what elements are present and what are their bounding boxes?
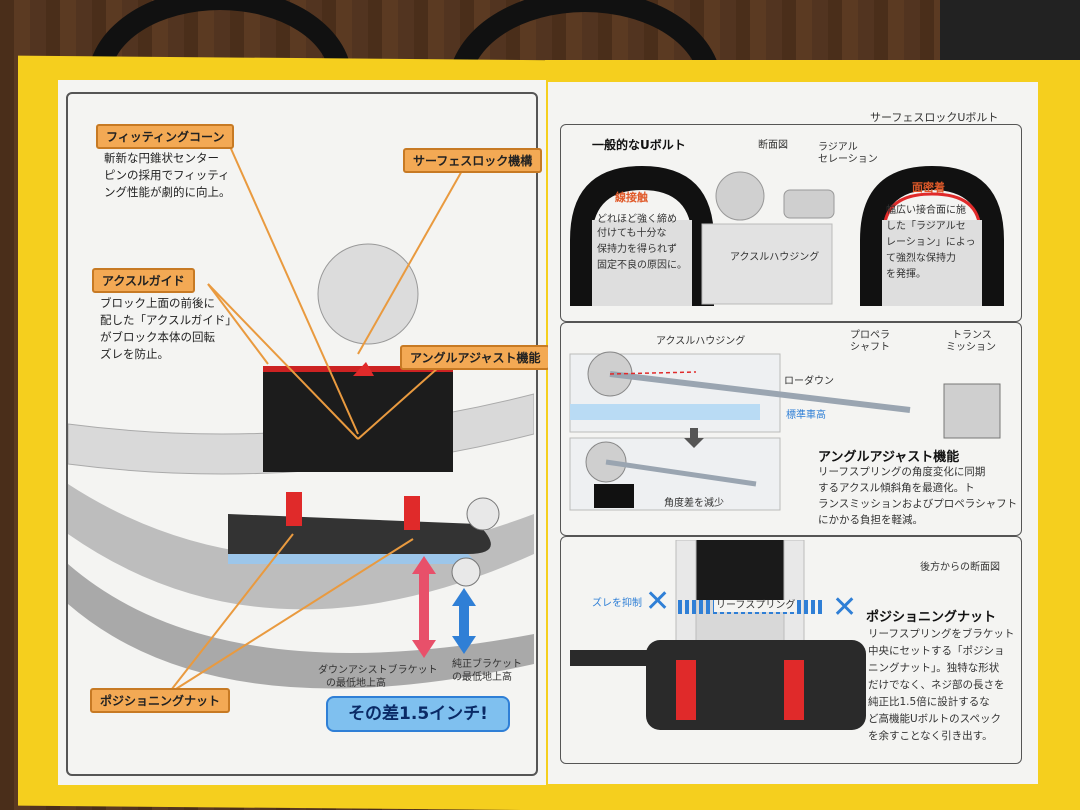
s3-text-4: だけでなく、ネジ部の長さを [868,679,1005,691]
down-assist-label-1: ダウンアシストブラケット [318,665,438,676]
tag-surface-lock: サーフェスロック機構 [403,148,543,173]
dark-box [940,0,1080,60]
surface-contact-label: 面密着 [912,181,945,194]
axle-guide-line-1: ブロック上面の前後に [100,296,215,310]
section-1-frame [560,124,1022,322]
tag-axle-guide: アクスルガイド [92,268,195,293]
propeller-2: シャフト [850,342,890,353]
surface-contact-5: を発揮。 [886,269,926,280]
section-3-title: ポジショニングナット [866,610,997,625]
suspension-illustration [68,141,534,695]
line-contact-1: どれほど強く締め [597,214,677,225]
section-2-title: アングルアジャスト機能 [818,450,960,465]
lowered-label: ローダウン [784,376,834,387]
down-assist-label-2: の最低地上高 [326,678,386,689]
x-mark-left: ✕ [645,584,671,619]
rear-section-label: 後方からの断面図 [920,562,1000,573]
transmission-2: ミッション [946,342,996,353]
angle-reduction-label: 角度差を減少 [664,498,724,509]
x-mark-right: ✕ [832,590,858,625]
difference-banner: その差1.5インチ! [326,696,510,732]
tag-positioning-nut: ポジショニングナット [90,688,231,713]
stock-height-label: 標準車高 [786,410,826,421]
line-contact-2: 付けても十分な [597,228,667,239]
surface-contact-2: した「ラジアルセ [886,221,966,232]
s3-text-3: ニングナット」。独特な形状 [868,662,1000,674]
s3-text-2: 中央にセットする「ポジショ [868,645,1005,657]
line-contact-3: 保持力を得られず [597,244,677,255]
s2-axle-housing: アクスルハウジング [656,336,746,347]
prevent-shift-label: ズレを抑制 [592,598,642,609]
oem-label-1: 純正ブラケット [452,659,522,670]
transmission-1: トランス [952,330,992,341]
leaf-spring-label: リーフスプリング [714,600,798,612]
tag-angle-adjust: アングルアジャスト機能 [400,345,551,370]
surface-contact-3: レーション」によっ [886,237,976,248]
radial-serration-1: ラジアル [818,142,858,153]
radial-serration-2: セレーション [818,154,878,165]
general-ubolt-label: 一般的なUボルト [592,138,686,152]
oem-label-2: の最低地上高 [452,672,512,683]
fitting-cone-line-3: ング性能が劇的に向上。 [104,185,231,199]
axle-guide-line-3: がブロック本体の回転 [100,330,215,344]
s2-text-1: リーフスプリングの角度変化に同期 [818,466,986,478]
left-frame [66,92,538,776]
s2-text-3: ランスミッションおよびプロペラシャフト [818,498,1018,510]
section-2-frame [560,322,1022,536]
s3-text-1: リーフスプリングをブラケット [868,628,1015,640]
surface-contact-4: て強烈な保持力 [886,253,956,264]
section-1-title: サーフェスロックUボルト [866,112,1003,124]
surface-contact-1: 幅広い接合面に施 [886,205,966,216]
driveline-illustration [569,351,1001,511]
ubolt-illustration [570,166,1004,306]
rear-section-illustration [570,540,866,730]
line-contact-4: 固定不良の原因に。 [597,260,687,271]
section-3-frame [560,536,1022,764]
s3-text-6: ど高機能Uボルトのスペック [868,713,1001,725]
axle-housing-label-1: アクスルハウジング [730,252,820,263]
cross-section-label: 断面図 [758,140,788,151]
fitting-cone-line-2: ピンの採用でフィッティ [104,168,230,182]
s3-text-5: 純正比1.5倍に設計するな [868,696,990,708]
line-contact-label: 線接触 [615,191,648,204]
axle-guide-line-4: ズレを防止。 [100,347,169,361]
s3-text-7: を余すことなく引き出す。 [868,730,993,742]
axle-guide-line-2: 配した「アクスルガイド」 [100,313,237,327]
s2-text-2: するアクスル傾斜角を最適化。ト [818,482,975,494]
fitting-cone-line-1: 斬新な円錐状センター [104,151,219,165]
s2-text-4: にかかる負担を軽減。 [818,514,923,526]
tag-fitting-cone: フィッティングコーン [96,124,235,149]
propeller-1: プロペラ [850,330,890,341]
